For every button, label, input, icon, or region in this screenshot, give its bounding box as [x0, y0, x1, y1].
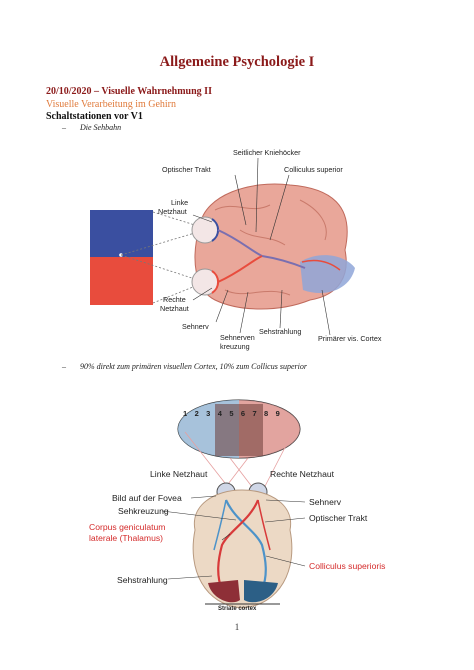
- leader-line: [239, 291, 249, 334]
- label-line: Rechte: [163, 295, 186, 304]
- label-sehnervenkreuzung: Sehnerven: [220, 333, 255, 342]
- label-line: Netzhaut: [158, 207, 187, 216]
- label-colliculus-superior: Colliculus superior: [284, 165, 343, 174]
- field-number: 9: [275, 409, 288, 418]
- visual-cortex-region: [300, 255, 355, 294]
- bullet-item: – 90% direkt zum primären visuellen Corte…: [62, 362, 307, 371]
- bullet-text: 90% direkt zum primären visuellen Cortex…: [80, 362, 307, 371]
- field-number: 1: [183, 409, 195, 418]
- label-sehstrahlung: Sehstrahlung: [259, 327, 302, 336]
- leader-line: [265, 499, 306, 503]
- field-number: 2: [194, 409, 207, 418]
- field-number: 7: [252, 409, 265, 418]
- leader-line: [167, 575, 213, 580]
- label-linke-netzhaut: Linke Netzhaut: [150, 469, 208, 479]
- visual-field-left-half: [90, 210, 153, 257]
- bullet-item: – Die Sehbahn: [62, 123, 121, 132]
- label-line: Linke: [171, 198, 189, 207]
- leader-line: [269, 174, 290, 241]
- label-optischer-trakt: Optischer Trakt: [309, 513, 368, 523]
- label-cgl: Corpus geniculatum: [89, 522, 166, 532]
- striate-cortex-right: [244, 580, 278, 603]
- label-rechte-netzhaut: Rechte: [163, 295, 186, 304]
- label-sehstrahlung: Sehstrahlung: [117, 575, 168, 585]
- section-heading: Schaltstationen vor V1: [46, 111, 143, 122]
- page-title: Allgemeine Psychologie I: [159, 54, 315, 70]
- brain-gyri: [214, 199, 327, 296]
- dash-marker: –: [62, 362, 66, 371]
- visual-field-right-half: [90, 257, 153, 305]
- field-number: 8: [264, 409, 276, 418]
- leader-line: [321, 289, 331, 336]
- right-retina: [211, 270, 219, 294]
- bullet-text: Die Sehbahn: [80, 123, 122, 132]
- label-linke-netzhaut: Linke: [171, 198, 188, 207]
- label-line: Netzhaut: [160, 304, 189, 313]
- label-striate-cortex: Striate cortex: [218, 606, 257, 612]
- label-sehkreuzung: Sehkreuzung: [118, 506, 169, 516]
- red-pathway: [217, 499, 260, 591]
- label-colliculus-superioris: Colliculus superioris: [309, 561, 386, 571]
- leader-line: [265, 555, 306, 567]
- leader-line: [234, 174, 247, 226]
- striate-cortex-left: [208, 580, 240, 603]
- label-linke-netzhaut: Netzhaut: [158, 207, 187, 216]
- leader-line: [264, 517, 306, 523]
- optic-pathway: [217, 255, 263, 283]
- left-retina: [211, 218, 219, 242]
- field-number: 3: [206, 409, 218, 418]
- blue-pathway: [224, 499, 267, 591]
- optic-pathway: [217, 229, 306, 269]
- leader-line: [221, 533, 231, 541]
- sight-line: [152, 284, 199, 304]
- lecture-date-heading: 20/10/2020 – Visuelle Wahrnehmung II: [46, 86, 212, 97]
- label-rechte-netzhaut: Netzhaut: [160, 304, 189, 313]
- label-cgl: laterale (Thalamus): [89, 533, 164, 543]
- leader-line: [161, 510, 237, 521]
- label-primaerer-cortex: Primärer vis. Cortex: [318, 334, 382, 343]
- label-optischer-trakt: Optischer Trakt: [162, 165, 211, 174]
- field-number: 6: [240, 409, 253, 418]
- leader-line: [215, 289, 229, 323]
- field-number: 5: [229, 409, 241, 418]
- visual-cortex-region: [301, 259, 341, 271]
- page-number: 1: [234, 622, 240, 632]
- label-seitlicher-kniehoecker: Seitlicher Kniehöcker: [233, 148, 301, 157]
- label-sehnerv: Sehnerv: [182, 322, 209, 331]
- lecture-subtitle: Visuelle Verarbeitung im Gehirn: [46, 99, 177, 110]
- brain-cross-section: [192, 489, 293, 609]
- face-photo: [215, 404, 263, 456]
- sight-line: [120, 254, 199, 281]
- label-sehnervenkreuzung: kreuzung: [220, 342, 250, 351]
- eye-sight-line: [184, 431, 294, 493]
- leader-line: [190, 495, 217, 499]
- leader-line: [255, 157, 259, 233]
- dash-marker: –: [62, 123, 66, 132]
- leader-line: [192, 287, 213, 301]
- red-pathway: [257, 499, 271, 551]
- field-number: 4: [217, 409, 230, 418]
- label-sehnerv: Sehnerv: [309, 497, 342, 507]
- visual-field-numbers: 123456789: [183, 409, 287, 418]
- leader-line: [279, 289, 283, 329]
- sight-line: [120, 231, 199, 256]
- label-rechte-netzhaut: Rechte Netzhaut: [270, 469, 335, 479]
- leader-line: [192, 214, 213, 223]
- label-bild-fovea: Bild auf der Fovea: [112, 493, 182, 503]
- blue-pathway: [213, 499, 227, 551]
